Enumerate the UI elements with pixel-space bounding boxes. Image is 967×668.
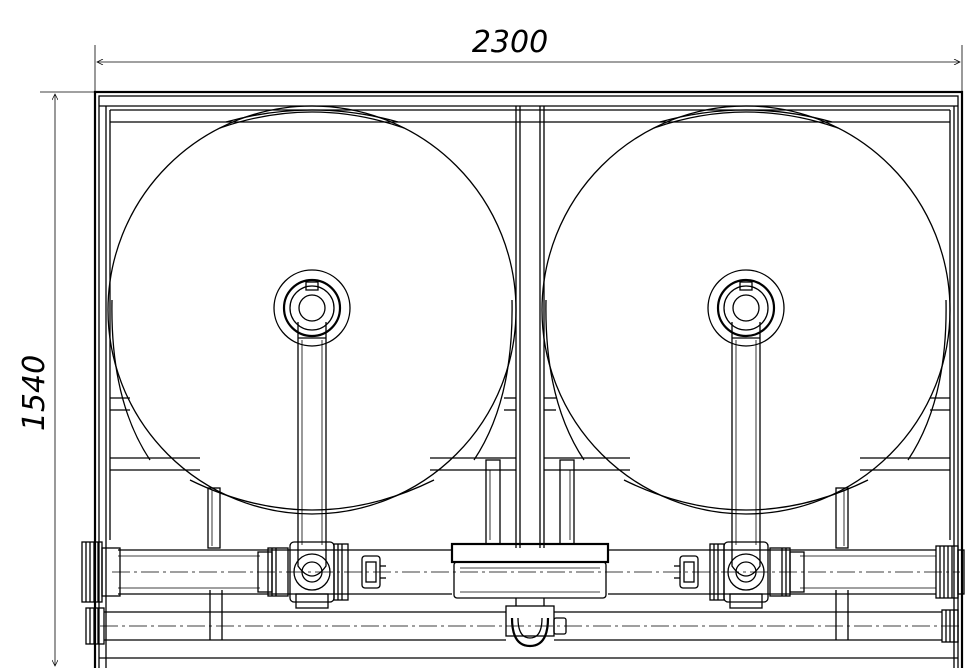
central-collector: [450, 542, 610, 599]
lower-manifold: [85, 607, 962, 645]
outer-frame: [93, 90, 964, 668]
right-tank: [541, 105, 951, 545]
central-drain: [505, 598, 567, 648]
width-dimension: 2300: [94, 25, 963, 92]
left-tank-outlet: [273, 269, 351, 347]
right-tank-outlet: [707, 269, 785, 347]
left-drop-pipe: [297, 322, 327, 545]
left-tank: [107, 105, 517, 545]
left-upper-end-cap: [81, 541, 121, 603]
width-dimension-label: 2300: [472, 25, 548, 60]
left-valve-assembly: [257, 541, 386, 609]
height-dimension: 1540: [17, 91, 95, 666]
right-drop-pipe: [731, 322, 761, 545]
right-valve-assembly: [674, 541, 805, 609]
upper-manifold: [112, 549, 960, 595]
height-dimension-label: 1540: [17, 355, 52, 431]
right-upper-end-cap: [935, 545, 965, 599]
